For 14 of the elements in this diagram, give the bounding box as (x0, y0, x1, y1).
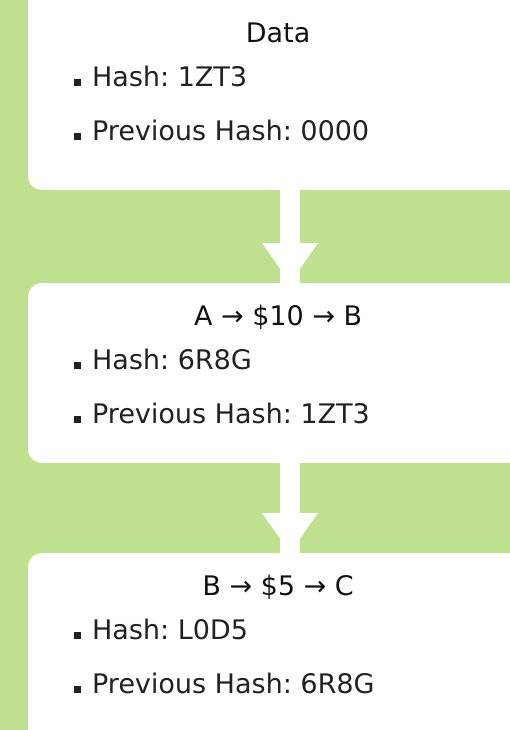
block-title: B → $5 → C (202, 571, 354, 602)
hash-text: Hash: 6R8G (92, 345, 252, 376)
down-arrow (262, 190, 318, 283)
block-card (28, 553, 510, 730)
hash-text: Previous Hash: 1ZT3 (92, 399, 370, 430)
hash-text: Hash: 1ZT3 (92, 62, 248, 93)
hash-text: Previous Hash: 0000 (92, 116, 370, 147)
hash-text: Hash: L0D5 (92, 615, 248, 646)
block-title: Data (246, 18, 310, 49)
block-card (28, 283, 510, 463)
down-arrow (262, 463, 318, 553)
block-card (28, 0, 510, 190)
hash-text: Previous Hash: 6R8G (92, 669, 374, 700)
block-title: A → $10 → B (194, 301, 362, 332)
